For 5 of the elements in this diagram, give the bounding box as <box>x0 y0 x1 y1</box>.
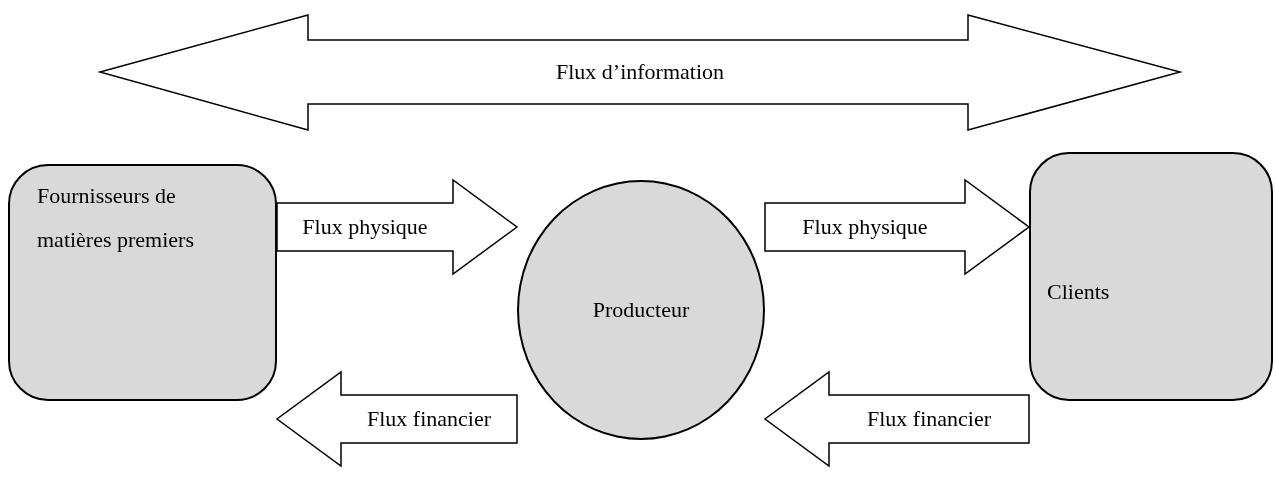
node-label: Producteur <box>592 296 690 324</box>
actor-box <box>1029 152 1273 401</box>
node-label: Fournisseurs de matières premiers <box>37 182 195 254</box>
node-label: Clients <box>1047 278 1111 306</box>
actor-box <box>8 164 277 401</box>
